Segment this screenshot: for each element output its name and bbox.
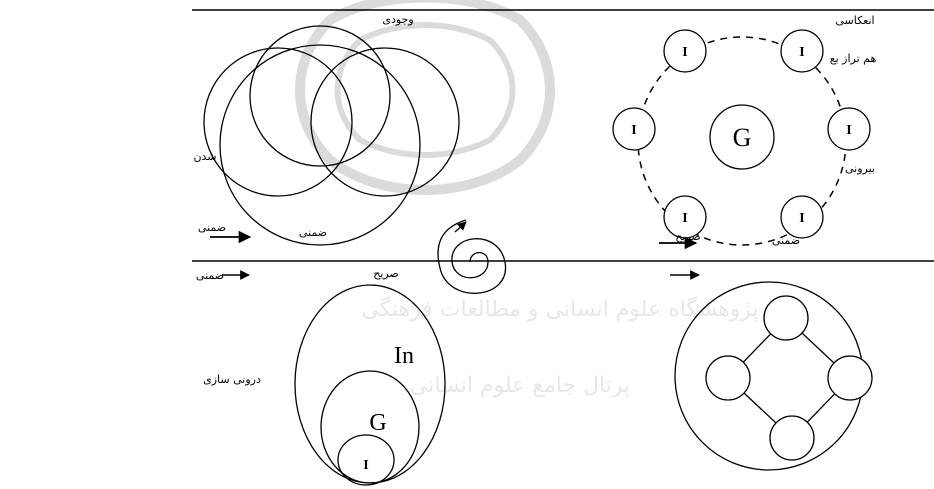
label-daruni-sazi: درونی سازی [203,373,261,386]
i-node: I [780,29,824,73]
ellipse-i [337,434,395,486]
g-center-label: G [733,123,752,152]
i-node: I [827,107,871,151]
ring-diagram: G I I I I I I انعکاسی هم تراز بع بیرونی [612,14,877,250]
watermark-line2: پرتال جامع علوم انسانی [410,373,630,398]
diamond-node-top [763,295,809,341]
label-sarih-right: صریح [675,230,701,243]
label-biruni: بیرونی [845,162,875,175]
i-node: I [612,107,656,151]
circle-right [310,47,460,197]
circle-left [203,47,353,197]
svg-text:I: I [846,123,851,138]
label-sarih: صریح [373,267,399,280]
diamond-diagram [670,270,873,471]
label-wojudi: وجودی [382,13,413,26]
label-zemni-right: ضمنی [772,234,800,247]
watermark-line1: پژوهشگاه علوم انسانی و مطالعات فرهنگی [361,296,758,322]
diamond-node-left [705,355,751,401]
svg-text:I: I [799,45,804,60]
label-enekasi: انعکاسی [835,14,874,27]
overlap-circles-diagram: وجودی شدن ضمنی ضمنی [193,13,460,246]
circle-top [249,25,391,167]
i-node: I [663,29,707,73]
label-in: In [394,343,414,369]
diamond-node-bottom [769,415,815,461]
label-g: G [369,410,386,436]
label-zemni-left: ضمنی [196,269,224,282]
svg-text:I: I [682,211,687,226]
label-shodan: شدن [193,150,216,163]
label-ham-taraz: هم تراز بع [830,52,877,65]
watermark: پژوهشگاه علوم انسانی و مطالعات فرهنگی پر… [295,0,759,398]
circle-bottom [219,44,421,246]
svg-text:I: I [631,123,636,138]
label-zemni-top: ضمنی [299,226,327,239]
nested-ellipses-diagram: ضمنی In G I درونی سازی [196,269,446,486]
ellipse-g [320,370,420,484]
i-node: I [780,195,824,239]
svg-text:I: I [682,45,687,60]
label-zemni-top-small: ضمنی [198,221,226,234]
svg-text:I: I [799,211,804,226]
diamond-node-right [827,355,873,401]
label-i: I [363,458,368,473]
g-center-circle [709,104,775,170]
spiral-diagram: صریح [373,219,506,294]
